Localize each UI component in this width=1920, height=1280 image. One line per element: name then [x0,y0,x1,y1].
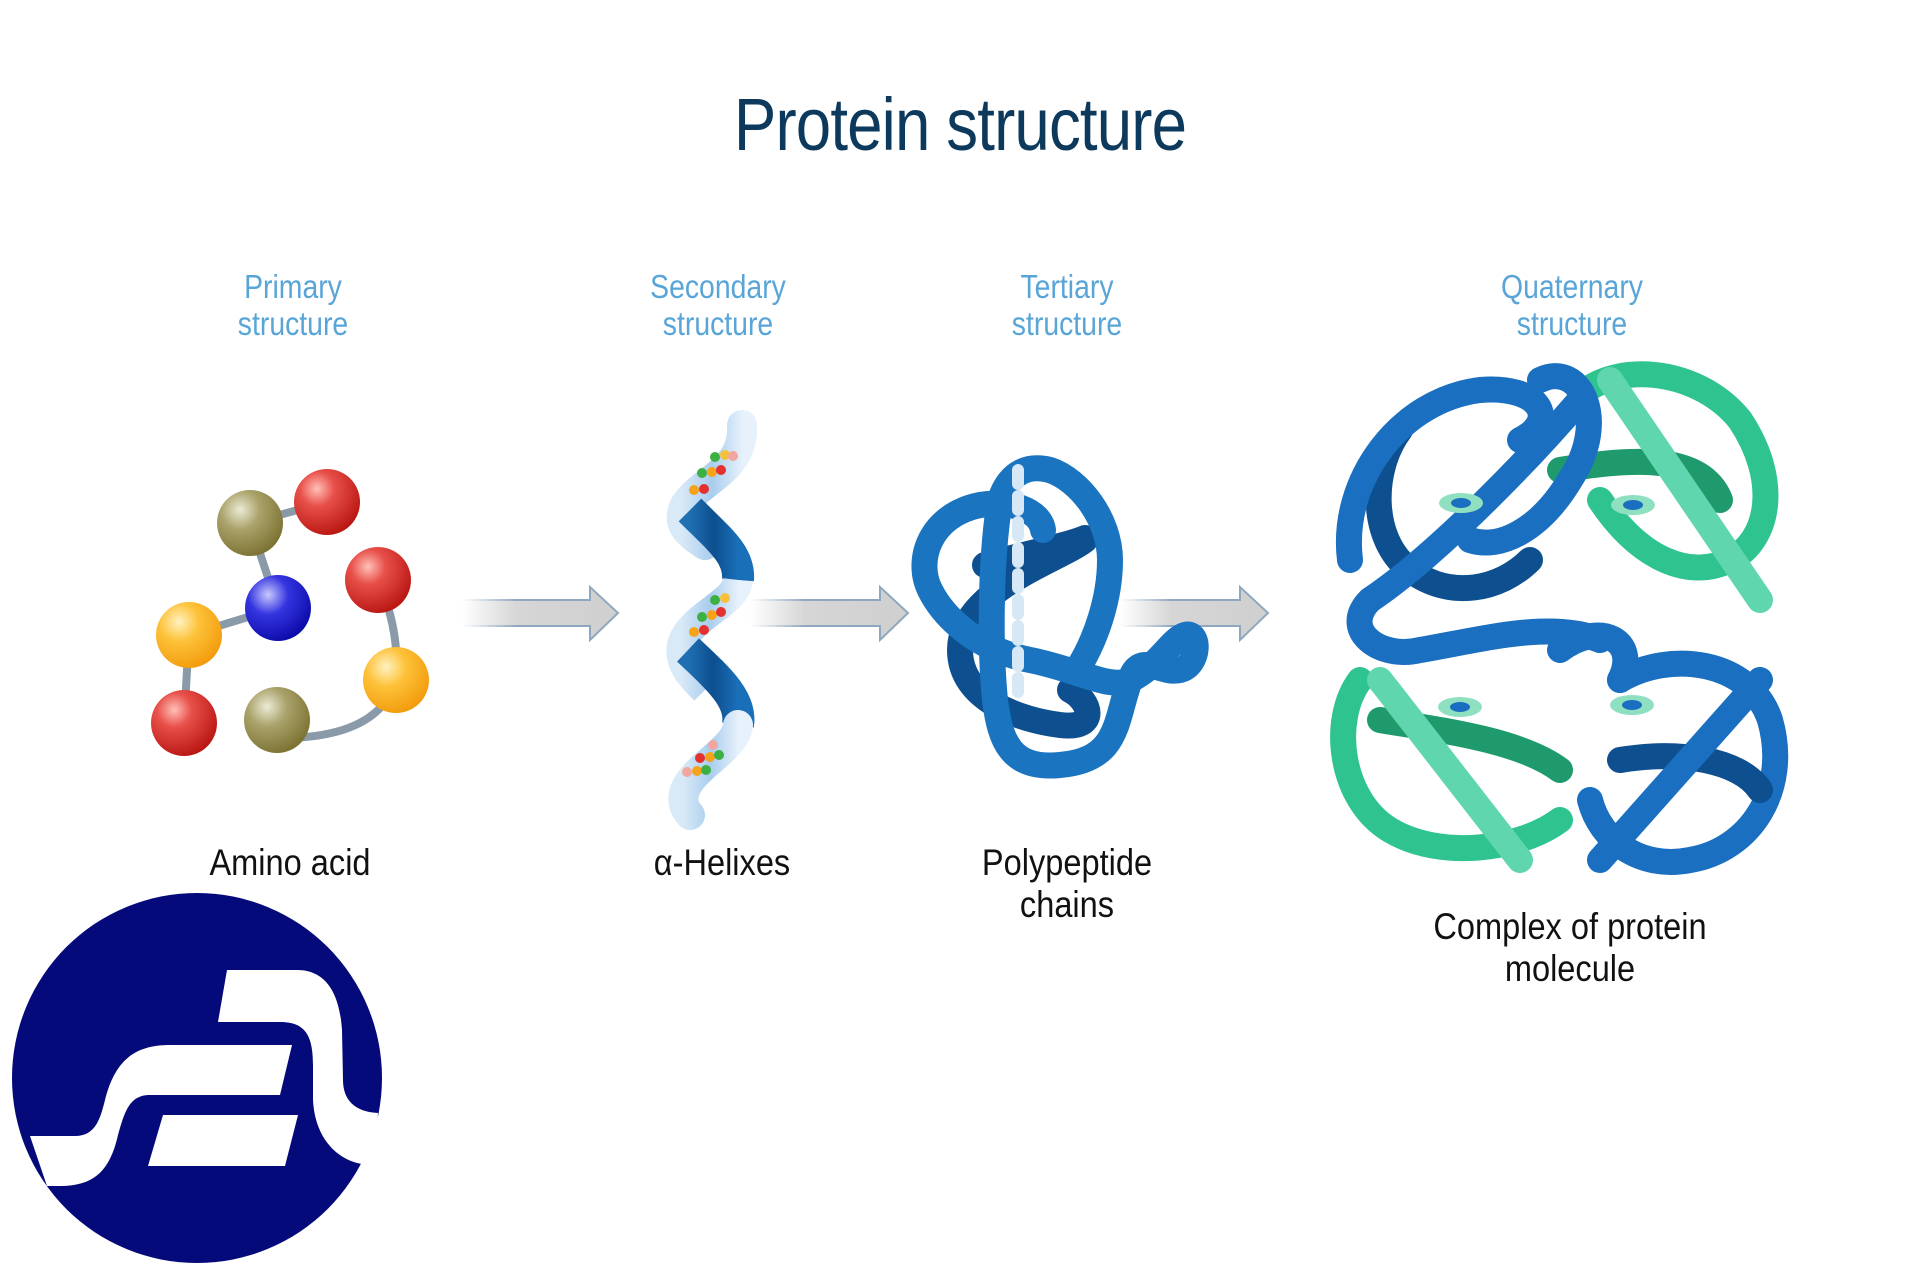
stage-label-line: structure [1011,305,1123,342]
caption-line: Complex of protein [1433,906,1707,947]
stage-label-line: Tertiary [1020,268,1114,305]
heme-group [1438,493,1655,717]
subunit-blue-bottom-right [1547,622,1789,875]
stage-label-line: structure [662,305,774,342]
subunit-green-bottom-left [1330,667,1573,873]
amino-acid-ball [294,469,360,535]
caption-primary: Amino acid [114,842,466,884]
amino-acid-ball [217,490,283,556]
page-title: Protein structure [733,83,1187,166]
subunit-blue-top-left [1335,363,1613,665]
arrow-right-icon [1119,584,1270,643]
stage-label-line: Secondary [650,268,786,305]
alpha-helix-illustration [666,410,758,830]
stage-label-secondary: Secondary structure [589,268,847,342]
stage-label-quaternary: Quaternary structure [1443,268,1701,342]
stage-label-line: structure [237,305,349,342]
amino-acid-ball [245,575,311,641]
caption-line: Amino acid [209,842,371,883]
caption-secondary: α-Helixes [546,842,898,884]
stage-label-primary: Primary structure [164,268,422,342]
amino-acid-ball [244,687,310,753]
tertiary-structure-illustration [911,455,1209,779]
stage-label-line: structure [1516,305,1628,342]
caption-line: Polypeptide [981,842,1153,883]
amino-acid-ball [156,602,222,668]
caption-tertiary: Polypeptide chains [891,842,1243,926]
stage-label-tertiary: Tertiary structure [938,268,1196,342]
caption-quaternary: Complex of protein molecule [1394,906,1746,990]
amino-acid-ball [345,547,411,613]
quaternary-structure-illustration [1330,361,1789,875]
caption-line: α-Helixes [653,842,791,883]
caption-line: chains [1019,884,1115,925]
arrow-right-icon [461,584,620,643]
amino-acid-ball [363,647,429,713]
amino-acid-ball [151,690,217,756]
caption-line: molecule [1504,948,1636,989]
brand-logo-icon [12,893,382,1263]
stage-label-line: Primary [244,268,342,305]
arrow-right-icon [749,584,910,643]
stage-label-line: Quaternary [1501,268,1643,305]
